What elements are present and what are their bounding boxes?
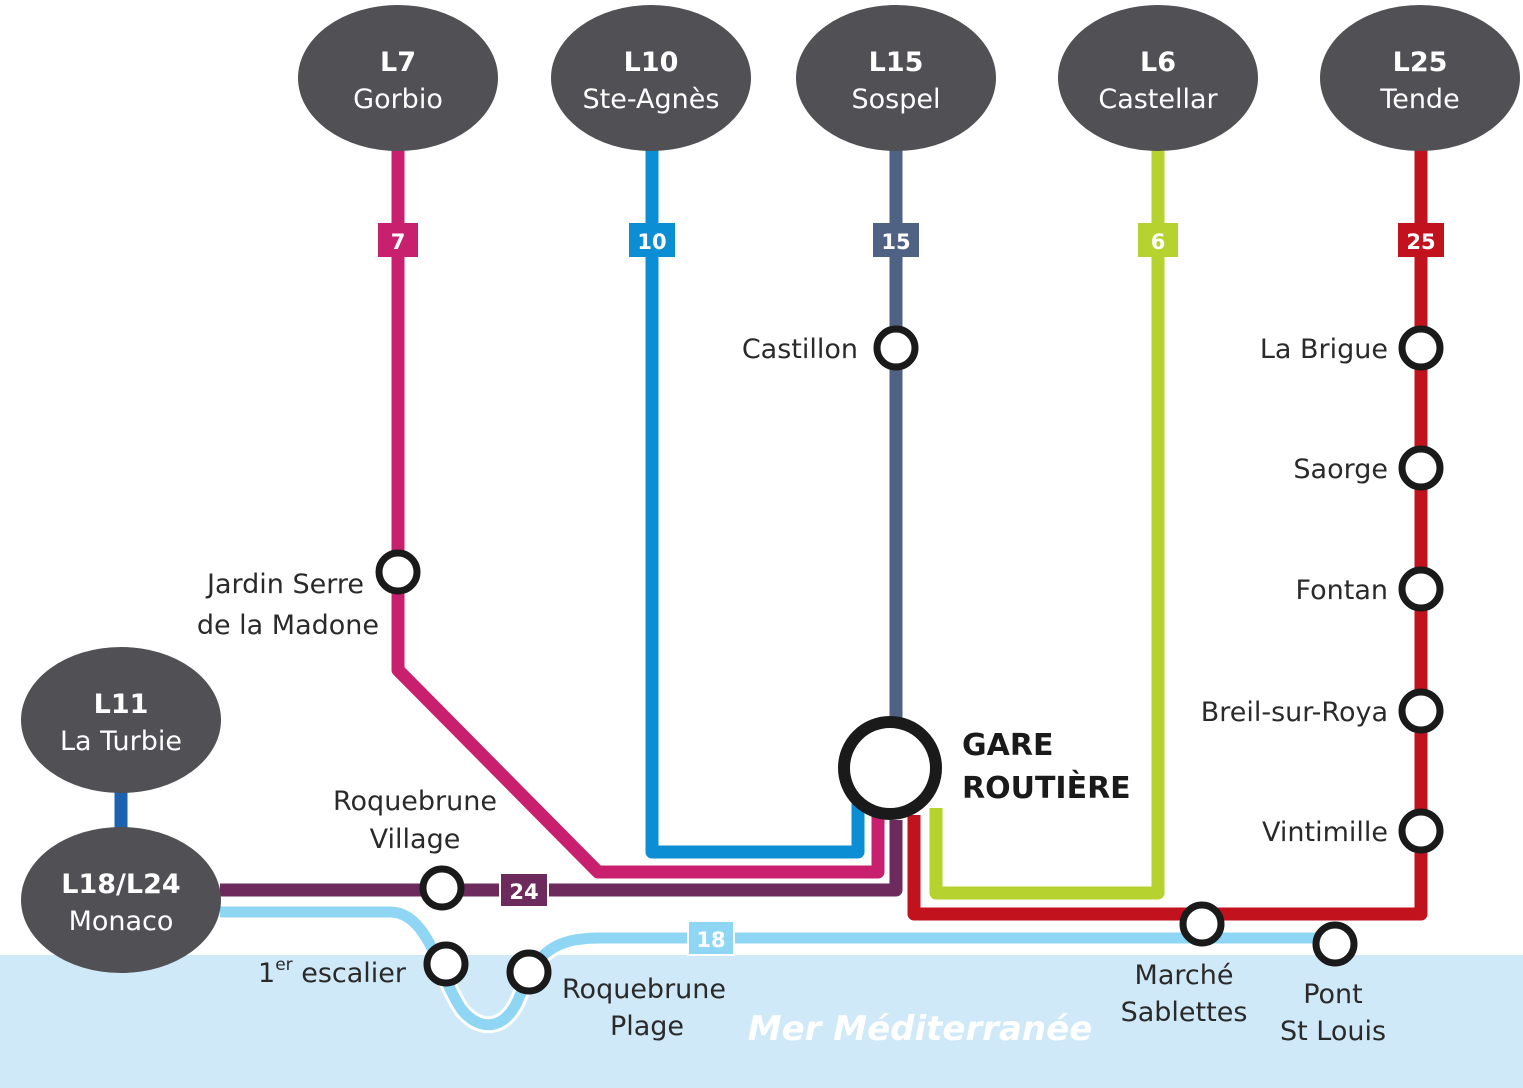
stop-label-escalier-sup: er xyxy=(275,955,292,975)
stop-label-escalier-num: 1 xyxy=(258,958,275,989)
stop-roquebrune-village[interactable] xyxy=(419,865,465,911)
badge-18: 18 xyxy=(687,920,735,956)
line-6-route[interactable] xyxy=(929,150,1165,900)
stop-label-castillon: Castillon xyxy=(742,334,858,365)
stop-label-roq-plage-line1: Roquebrune xyxy=(562,974,726,1005)
line-25-route[interactable] xyxy=(907,150,1428,921)
terminal-l11-name: La Turbie xyxy=(60,726,182,757)
line-7-route[interactable] xyxy=(391,150,885,879)
badge-24-text: 24 xyxy=(509,880,538,904)
terminal-l15-code: L15 xyxy=(869,47,924,78)
terminal-l10-code: L10 xyxy=(624,47,679,78)
stop-1er-escalier[interactable] xyxy=(423,941,469,987)
terminal-l11-code: L11 xyxy=(94,689,149,720)
badge-15-text: 15 xyxy=(881,230,910,254)
terminal-l10-name: Ste-Agnès xyxy=(583,84,720,115)
stop-label-saorge: Saorge xyxy=(1293,454,1388,485)
terminal-l6-code: L6 xyxy=(1140,47,1176,78)
sea-label: Mer Méditerranée xyxy=(748,1009,1093,1049)
stop-label-roq-village-line1: Roquebrune xyxy=(333,786,497,817)
hub-label-line1: GARE xyxy=(962,728,1053,763)
badge-18-text: 18 xyxy=(696,928,725,952)
badge-6-text: 6 xyxy=(1151,230,1166,254)
badge-7: 7 xyxy=(378,223,418,257)
stop-label-marche-line1: Marché xyxy=(1135,960,1234,991)
stop-label-pont-line2: St Louis xyxy=(1280,1016,1386,1047)
stop-label-escalier: 1er escalier xyxy=(258,955,407,989)
terminal-l10[interactable]: L10 Ste-Agnès xyxy=(551,5,751,151)
badge-10: 10 xyxy=(629,223,675,257)
stop-label-jardin-line1: Jardin Serre xyxy=(205,569,364,600)
stop-pont-st-louis[interactable] xyxy=(1312,921,1358,967)
badge-10-text: 10 xyxy=(637,230,666,254)
terminal-l15[interactable]: L15 Sospel xyxy=(796,5,996,151)
terminal-l7[interactable]: L7 Gorbio xyxy=(298,5,498,151)
stop-label-marche-line2: Sablettes xyxy=(1121,997,1248,1028)
stop-label-escalier-rest: escalier xyxy=(293,958,407,989)
terminal-l18[interactable]: L18/L24 Monaco xyxy=(21,827,221,973)
badge-24: 24 xyxy=(499,872,549,908)
badge-7-text: 7 xyxy=(391,230,406,254)
stop-vintimille[interactable] xyxy=(1398,808,1444,854)
terminal-l11[interactable]: L11 La Turbie xyxy=(21,647,221,793)
stop-breil-sur-roya[interactable] xyxy=(1398,688,1444,734)
stop-saorge[interactable] xyxy=(1398,445,1444,491)
badge-25-text: 25 xyxy=(1406,230,1435,254)
line-10-route[interactable] xyxy=(645,150,865,859)
stop-label-breil: Breil-sur-Roya xyxy=(1201,697,1388,728)
stop-fontan[interactable] xyxy=(1398,566,1444,612)
sea-area xyxy=(0,955,1523,1088)
terminal-l18-code: L18/L24 xyxy=(61,869,180,900)
badge-25: 25 xyxy=(1398,223,1444,257)
terminal-l15-name: Sospel xyxy=(852,84,941,115)
stop-label-roq-plage-line2: Plage xyxy=(610,1011,684,1042)
stop-jardin-serre[interactable] xyxy=(375,549,421,595)
badge-6: 6 xyxy=(1138,223,1178,257)
terminal-l25[interactable]: L25 Tende xyxy=(1320,5,1520,151)
stop-label-pont-line1: Pont xyxy=(1303,979,1363,1010)
stop-label-fontan: Fontan xyxy=(1296,575,1388,606)
terminal-l25-code: L25 xyxy=(1393,47,1448,78)
stop-label-vintimille: Vintimille xyxy=(1262,817,1388,848)
stop-label-jardin-line2: de la Madone xyxy=(197,610,379,641)
terminal-l7-name: Gorbio xyxy=(353,84,443,115)
terminal-l6-name: Castellar xyxy=(1098,84,1218,115)
line-18-route[interactable] xyxy=(220,906,1335,1031)
badge-15: 15 xyxy=(873,223,919,257)
terminal-l6[interactable]: L6 Castellar xyxy=(1058,5,1258,151)
stop-roquebrune-plage[interactable] xyxy=(506,949,552,995)
stop-la-brigue[interactable] xyxy=(1398,325,1444,371)
stop-label-roq-village-line2: Village xyxy=(370,824,461,855)
terminal-l7-code: L7 xyxy=(380,47,416,78)
stop-castillon[interactable] xyxy=(873,325,919,371)
terminal-l25-name: Tende xyxy=(1379,84,1459,115)
hub-label-line2: ROUTIÈRE xyxy=(962,770,1131,806)
terminal-l18-name: Monaco xyxy=(69,906,174,937)
stop-marche-sablettes[interactable] xyxy=(1179,901,1225,947)
route-lines xyxy=(114,150,1428,921)
stop-label-la-brigue: La Brigue xyxy=(1260,334,1388,365)
hub-gare-routiere-marker[interactable] xyxy=(838,716,942,820)
